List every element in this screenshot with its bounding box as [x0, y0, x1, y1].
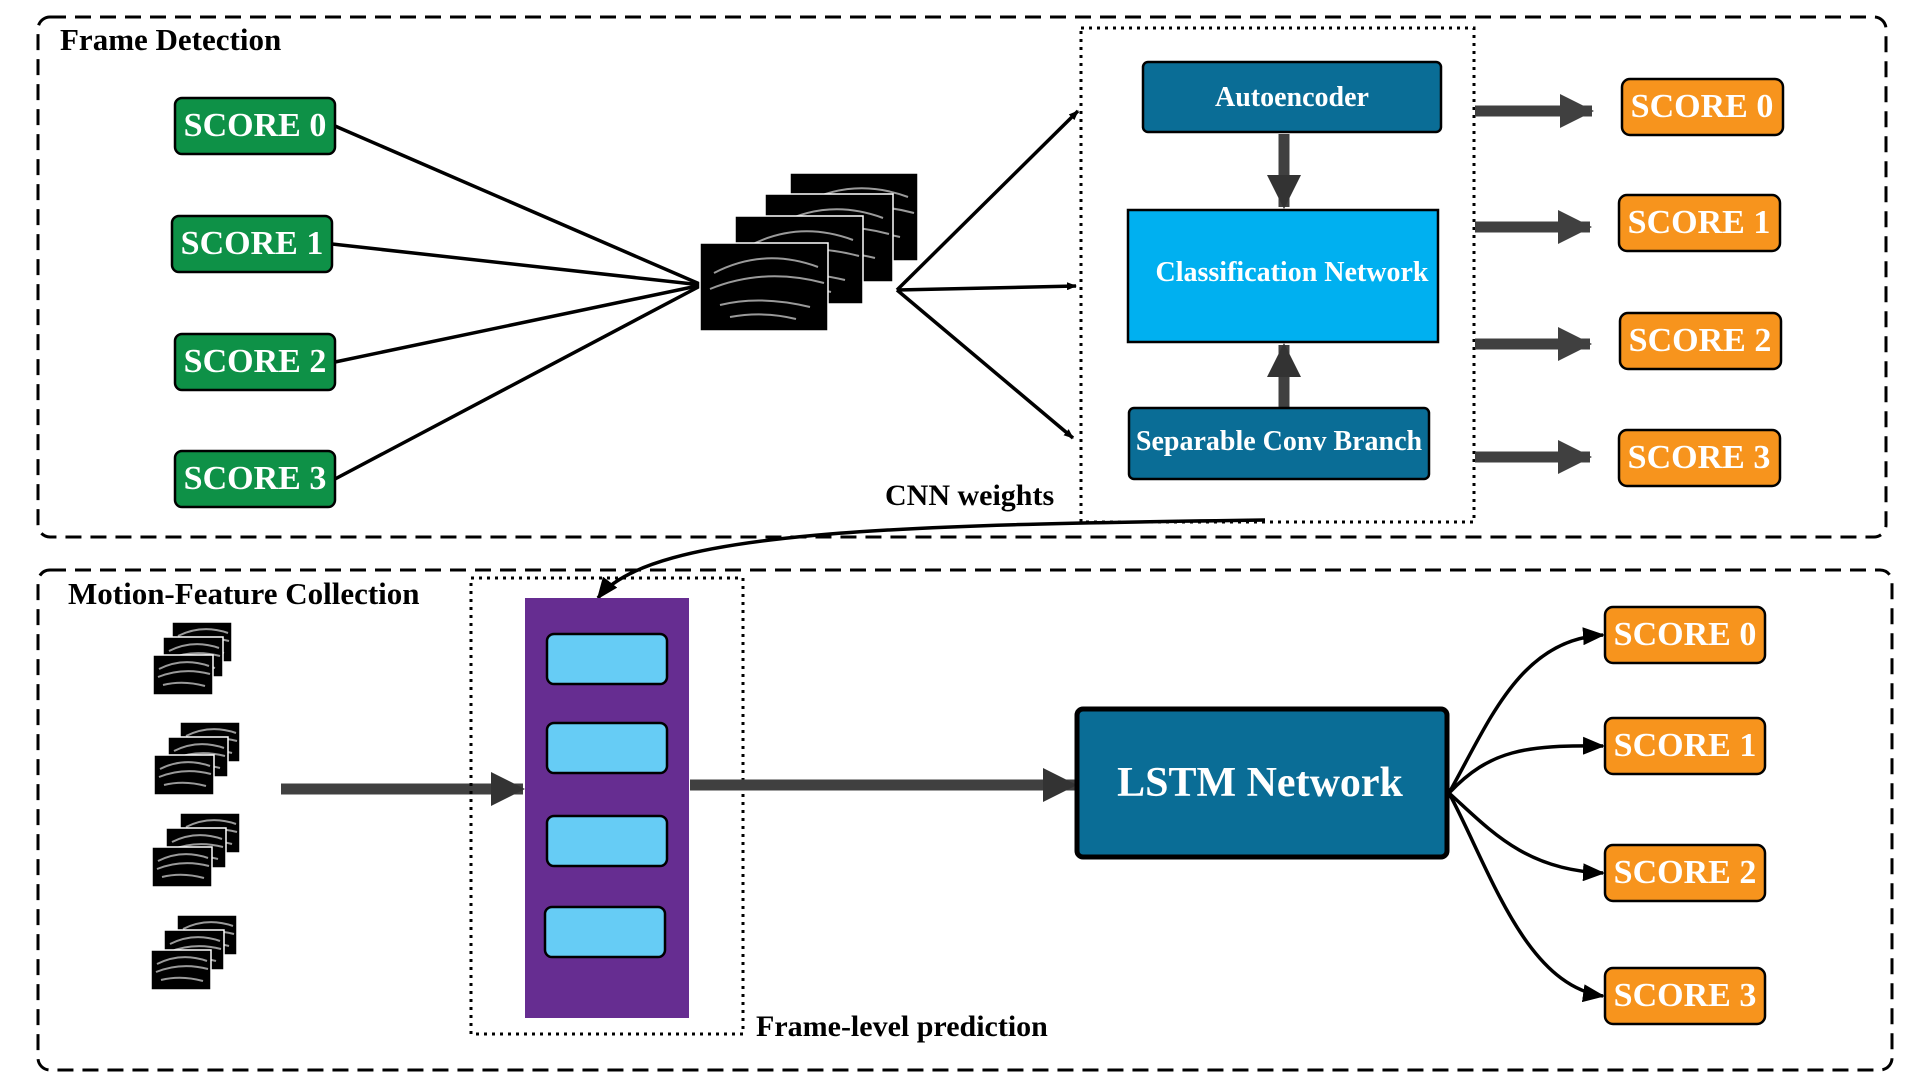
lstm-output-score-3: SCORE 3 — [1603, 966, 1767, 1026]
cnn-output-score-1-label: SCORE 1 — [1628, 204, 1771, 241]
input-score-3-label: SCORE 3 — [184, 460, 327, 497]
input-score-0-label: SCORE 0 — [184, 107, 327, 144]
cnn-output-score-1: SCORE 1 — [1617, 193, 1782, 253]
feature-cell-1 — [545, 632, 669, 686]
frame-level-label: Frame-level prediction — [756, 1010, 1048, 1043]
motion-frame-stack-3 — [151, 812, 241, 888]
lstm-label: LSTM Network — [1117, 760, 1403, 806]
cnn-output-score-2: SCORE 2 — [1618, 311, 1783, 371]
cnn-output-score-3: SCORE 3 — [1617, 428, 1782, 488]
feature-cell-3 — [545, 814, 669, 868]
autoencoder-label: Autoencoder — [1215, 82, 1369, 113]
input-score-1: SCORE 1 — [170, 214, 334, 274]
cnn-container — [1079, 26, 1476, 524]
cnn-output-score-3-label: SCORE 3 — [1628, 439, 1771, 476]
input-score-2-label: SCORE 2 — [184, 343, 327, 380]
lstm-output-score-3-label: SCORE 3 — [1614, 977, 1757, 1014]
lstm-output-score-2: SCORE 2 — [1603, 843, 1767, 903]
input-score-3: SCORE 3 — [173, 449, 337, 509]
input-score-1-label: SCORE 1 — [181, 225, 324, 262]
cnn-output-arrows — [1475, 94, 1594, 474]
motion-frame-stack-1 — [152, 621, 233, 696]
cnn-output-score-0-label: SCORE 0 — [1631, 88, 1774, 125]
motion-feature-title: Motion-Feature Collection — [68, 576, 420, 611]
autoencoder-block: Autoencoder — [1141, 60, 1443, 134]
lstm-output-score-1-label: SCORE 1 — [1614, 727, 1757, 764]
ultrasound-frame-stack-icon — [699, 172, 919, 332]
separable-conv-block: Separable Conv Branch — [1127, 406, 1431, 481]
lstm-output-score-2-label: SCORE 2 — [1614, 854, 1757, 891]
cnn-output-score-0: SCORE 0 — [1620, 77, 1785, 137]
motion-frame-stack-2 — [153, 721, 241, 796]
lstm-output-score-0: SCORE 0 — [1603, 605, 1767, 665]
lstm-output-score-0-label: SCORE 0 — [1614, 616, 1757, 653]
frame-detection-title: Frame Detection — [60, 22, 281, 57]
cnn-weights-label: CNN weights — [885, 479, 1054, 512]
motion-frame-stack-4 — [150, 914, 238, 991]
classification-network-block: Classification Network — [1126, 208, 1440, 344]
lstm-output-score-1: SCORE 1 — [1603, 716, 1767, 776]
input-score-2: SCORE 2 — [173, 332, 337, 392]
cnn-weights-transfer-arrow — [596, 518, 1266, 600]
score-to-frames-lines — [331, 124, 703, 481]
feature-cell-2 — [545, 721, 669, 775]
input-score-0: SCORE 0 — [173, 96, 337, 156]
motion-feature-section — [36, 568, 1894, 1072]
frame-detection-section — [36, 15, 1888, 539]
lstm-output-arrows — [1447, 627, 1605, 1003]
feature-cell-4 — [543, 905, 667, 959]
cnn-output-score-2-label: SCORE 2 — [1629, 322, 1772, 359]
frames-to-cnn-arrows — [895, 109, 1080, 440]
classification-network-label: Classification Network — [1156, 257, 1429, 288]
frame-level-container — [469, 576, 745, 1036]
separable-conv-label: Separable Conv Branch — [1136, 426, 1423, 457]
feature-column — [525, 598, 689, 1018]
lstm-block: LSTM Network — [1074, 706, 1450, 860]
